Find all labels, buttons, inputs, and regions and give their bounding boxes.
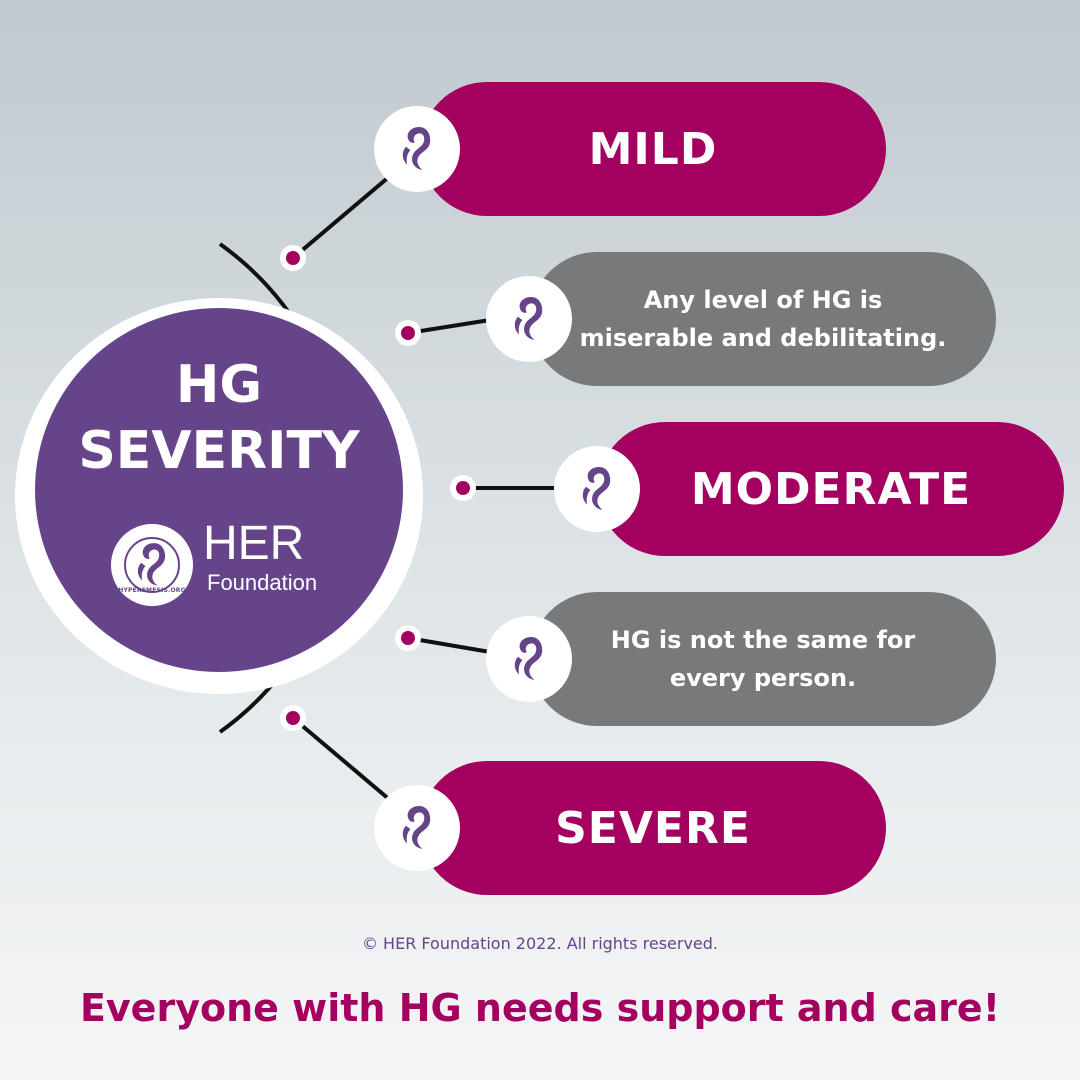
tagline: Everyone with HG needs support and care! [79, 986, 1001, 1030]
level-pill-mild: MILD [420, 82, 886, 216]
note-text: Any level of HG is miserable and debilit… [580, 281, 947, 357]
connector-dot [395, 320, 421, 346]
note-line2: every person. [669, 664, 857, 692]
copyright-text: © HER Foundation 2022. All rights reserv… [361, 934, 719, 953]
connector-dot [280, 705, 306, 731]
level-pill-severe: SEVERE [420, 761, 886, 895]
note-line2: miserable and debilitating. [579, 324, 947, 352]
mother-figure-icon [486, 276, 572, 362]
mother-figure-icon [486, 616, 572, 702]
logo-name: HER [203, 517, 305, 570]
level-label: MILD [588, 123, 718, 175]
her-foundation-logo: HYPEREMESIS.ORG HER Foundation [111, 518, 331, 608]
connector-dot [395, 625, 421, 651]
note-line1: HG is not the same for [610, 626, 916, 654]
mother-figure-icon [554, 446, 640, 532]
level-pill-moderate: MODERATE [598, 422, 1064, 556]
hub-circle: HG SEVERITY HYPEREMESIS.ORG HER Foundati… [35, 308, 403, 672]
level-label: SEVERE [555, 802, 751, 854]
logo-seal-text: HYPEREMESIS.ORG [118, 587, 186, 594]
hub-title-line2: SEVERITY [78, 421, 360, 481]
connector-dot [450, 475, 476, 501]
logo-subtitle: Foundation [207, 570, 318, 595]
connector-dot [280, 245, 306, 271]
note-line1: Any level of HG is [643, 286, 883, 314]
mother-figure-icon [374, 785, 460, 871]
note-pill-any-level: Any level of HG is miserable and debilit… [530, 252, 996, 386]
note-text: HG is not the same for every person. [611, 621, 916, 697]
mother-figure-icon [374, 106, 460, 192]
hub-title: HG SEVERITY [35, 352, 403, 484]
hub-title-line1: HG [175, 355, 263, 415]
level-label: MODERATE [690, 463, 972, 515]
note-pill-not-same: HG is not the same for every person. [530, 592, 996, 726]
logo-seal-icon: HYPEREMESIS.ORG [111, 524, 193, 606]
